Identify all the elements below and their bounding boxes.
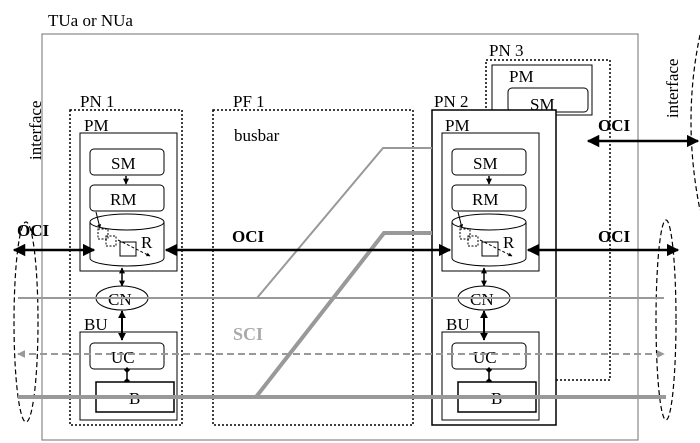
pn2-bu-label: BU (446, 315, 470, 334)
pn1-cn-label: CN (108, 290, 132, 309)
sci-label: SCI (233, 324, 263, 344)
left-interface-ellipse (13, 221, 39, 423)
oci-left-label: OCI (17, 221, 50, 240)
pn2-cn-label: CN (470, 290, 494, 309)
pn2-sm-box (451, 148, 527, 176)
right-interface-ellipse (655, 219, 677, 421)
pn1-r-box (119, 241, 137, 257)
outer-label: TUa or NUa (48, 11, 133, 30)
pn2-r-arrow (479, 239, 513, 257)
pn2-rm-box (451, 184, 527, 212)
far-right-interface-ellipse (690, 34, 700, 211)
oci-center-label: OCI (232, 227, 265, 246)
pn3-pm-label: PM (509, 67, 534, 86)
pn1-r-label: R (141, 233, 153, 252)
pn1-rm-box (89, 184, 165, 212)
right-interface-label: interface (663, 59, 682, 118)
pn2-pm-box (441, 132, 540, 272)
pn2-r-box (481, 241, 499, 257)
outer-boundary (41, 33, 639, 441)
oci-top-right-label: OCI (598, 116, 631, 135)
pn1-pm-label: PM (84, 116, 109, 135)
pn1-r-dashed-box-2 (105, 235, 117, 247)
pf1-busbar-label: busbar (234, 126, 280, 145)
pn2-rm-db-link (457, 211, 464, 229)
pn2-pm-label: PM (445, 116, 470, 135)
pn1-r-arrow (117, 239, 151, 257)
pn1-uc-label: UC (111, 348, 135, 367)
pn2-label: PN 2 (434, 92, 468, 111)
pn1-rm-label: RM (110, 190, 136, 209)
pn1-r-dashed-box-1 (97, 228, 109, 240)
pn2-r-label: R (503, 233, 515, 252)
pf1-box (212, 109, 414, 426)
pn1-rm-db-link (95, 211, 102, 229)
pn2-r-dashed-box-2 (467, 235, 479, 247)
left-interface-label: interface (26, 101, 45, 160)
pn1-bu-box (79, 331, 178, 421)
pn2-rm-label: RM (472, 190, 498, 209)
pn1-sm-label: SM (111, 154, 136, 173)
pn3-label: PN 3 (489, 41, 523, 60)
pn1-sm-box (89, 148, 165, 176)
pn2-repository-cylinder (451, 213, 527, 267)
pf1-label: PF 1 (233, 92, 265, 111)
pn2-uc-label: UC (473, 348, 497, 367)
pn1-label: PN 1 (80, 92, 114, 111)
oci-right-label: OCI (598, 227, 631, 246)
pn2-bu-box (441, 331, 540, 421)
pn1-repository-cylinder (89, 213, 165, 267)
pn1-pm-box (79, 132, 178, 272)
busbar-diagonal-thick (254, 231, 432, 399)
pn2-r-dashed-box-1 (459, 228, 471, 240)
pn2-sm-label: SM (473, 154, 498, 173)
pn1-bu-label: BU (84, 315, 108, 334)
